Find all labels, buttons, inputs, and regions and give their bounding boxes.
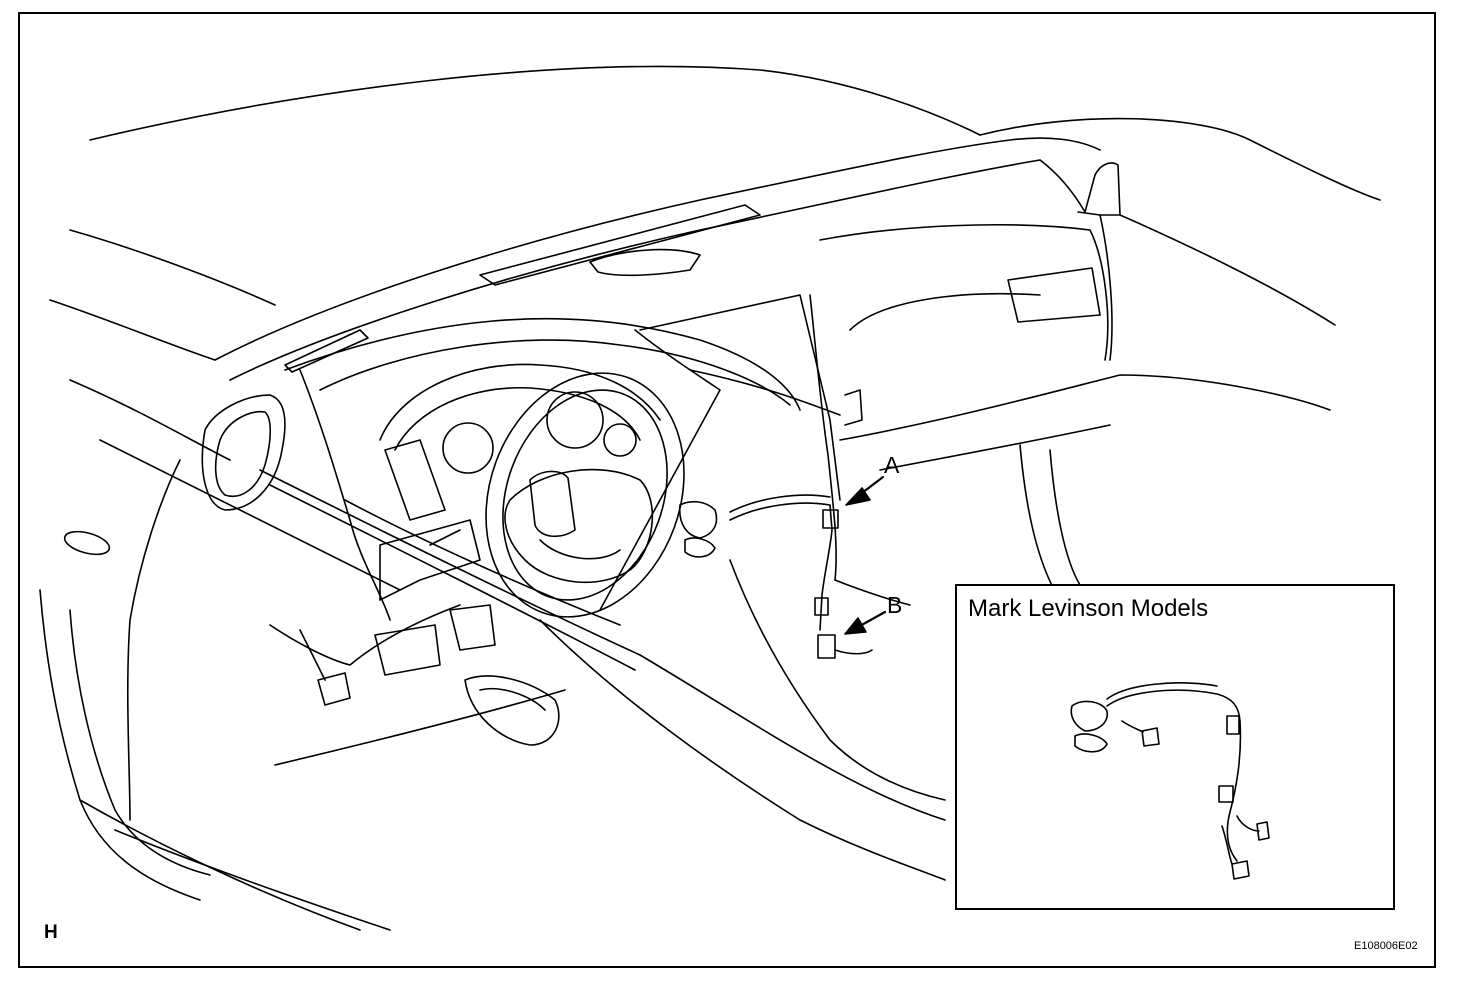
mark-levinson-inset: Mark Levinson Models	[955, 584, 1395, 910]
view-letter: H	[44, 922, 58, 943]
wire-harness-drawing	[1070, 682, 1270, 880]
callout-label-a: A	[884, 452, 900, 478]
figure-code: E108006E02	[1354, 940, 1418, 952]
inset-title: Mark Levinson Models	[968, 595, 1209, 622]
callout-label-b: B	[887, 592, 903, 618]
